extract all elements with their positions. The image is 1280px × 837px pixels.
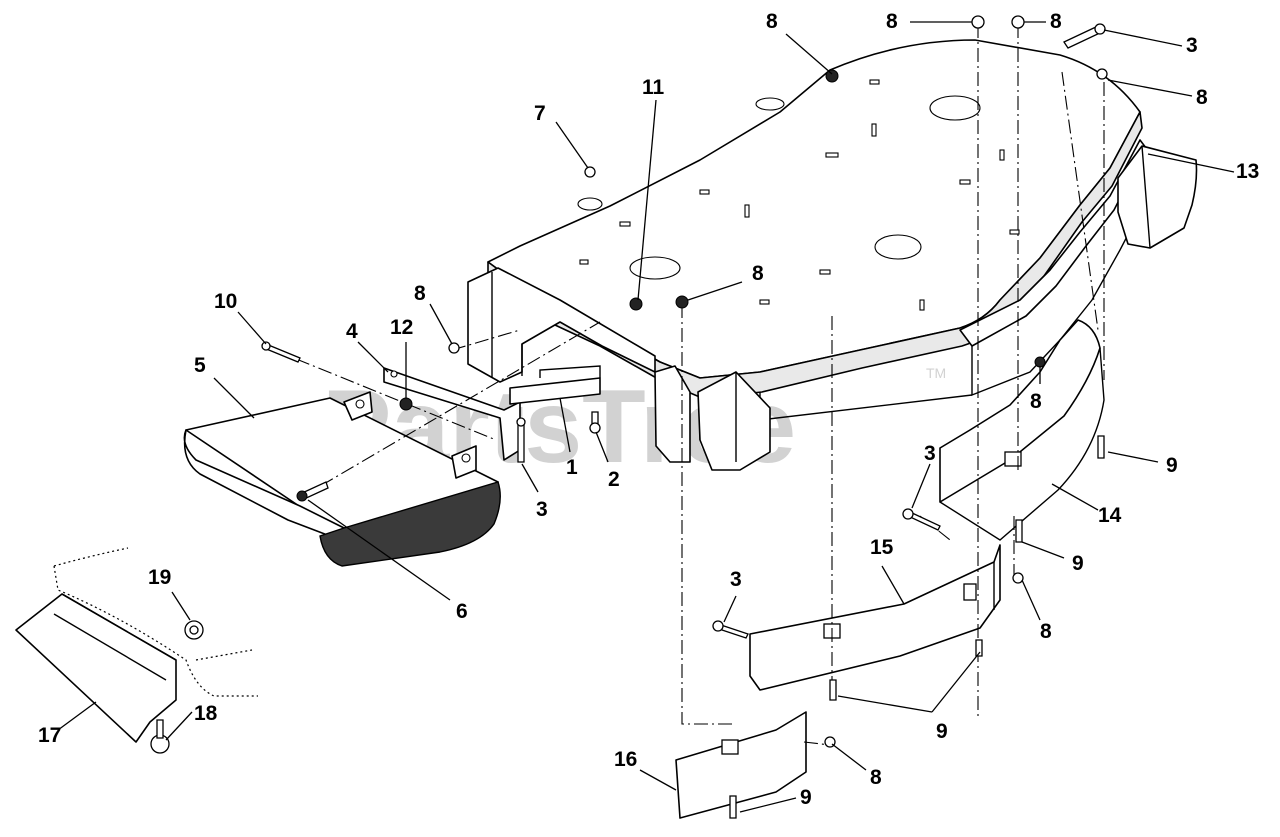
part-14-rear-baffle: [939, 319, 1101, 503]
part-17-mulch-plate: [15, 547, 258, 743]
callout-16: 16: [614, 748, 637, 771]
deck-slots: [579, 79, 1020, 311]
callout-19: 19: [148, 566, 171, 589]
callout-11: 11: [642, 76, 665, 99]
deck-side-bracket: [697, 371, 771, 471]
callout-18: 18: [194, 702, 218, 725]
callouts: 8 8 8 3 8 13 11 7 8 10 8 4 12 5 8 1 2 3 …: [38, 10, 1259, 809]
callout-3: 3: [730, 568, 742, 591]
mulch-plate-body: [15, 593, 177, 743]
leader-lines: [57, 21, 1235, 813]
part-5-discharge-chute: [183, 391, 501, 567]
callout-10: 10: [214, 290, 237, 313]
assembly-lines: [273, 24, 1105, 746]
callout-9: 9: [800, 786, 812, 809]
nut-11: [629, 297, 643, 311]
callout-1: 1: [566, 456, 578, 479]
callout-8: 8: [766, 10, 778, 33]
deck-left-housing: [467, 267, 656, 383]
callout-2: 2: [608, 468, 620, 491]
callout-15: 15: [870, 536, 894, 559]
bolt-9-e: [729, 795, 737, 819]
nut-8-c: [1011, 15, 1025, 29]
part-13-rear-bracket: [1117, 145, 1198, 249]
small-baffle-clip: [721, 739, 739, 755]
callout-12: 12: [390, 316, 413, 339]
part-16-small-baffle: [675, 711, 807, 819]
bolt-9-a: [1097, 435, 1105, 459]
spindle-opening-center: [874, 234, 922, 260]
callout-6: 6: [456, 600, 468, 623]
nut-8-a: [825, 69, 839, 83]
nut-12: [399, 397, 413, 411]
callout-13: 13: [1236, 160, 1259, 183]
part-15-side-baffle: [749, 544, 1001, 691]
spindle-opening-front: [629, 256, 681, 280]
spindle-opening-rear: [929, 95, 981, 121]
callout-8: 8: [886, 10, 898, 33]
callout-9: 9: [936, 720, 948, 743]
callout-9: 9: [1072, 552, 1084, 575]
deck-front-upright: [654, 365, 691, 463]
mulch-plate-phantom-outline: [53, 547, 258, 697]
nut-8-d: [1096, 68, 1108, 80]
callout-8: 8: [1196, 86, 1208, 109]
callout-14: 14: [1098, 504, 1122, 527]
callout-3: 3: [1186, 34, 1198, 57]
part-1-plate: [509, 377, 601, 405]
callout-3: 3: [924, 442, 936, 465]
nut-7: [584, 166, 596, 178]
callout-7: 7: [534, 102, 546, 125]
hardware: [150, 15, 1108, 819]
callout-17: 17: [38, 724, 61, 747]
callout-3: 3: [536, 498, 548, 521]
bolt-9-d: [829, 679, 837, 701]
nut-8-e: [675, 295, 689, 309]
nut-8-h: [1012, 572, 1024, 584]
mower-deck: [467, 39, 1147, 471]
bolt-3-b: [517, 423, 525, 463]
nut-8-b: [971, 15, 985, 29]
callout-8: 8: [752, 262, 764, 285]
callout-8: 8: [1040, 620, 1052, 643]
bolt-9-b: [1015, 519, 1023, 543]
bolt-9-c: [975, 639, 983, 657]
nut-8-g: [1034, 356, 1046, 368]
chute-underside: [319, 481, 501, 567]
callout-9: 9: [1166, 454, 1178, 477]
callout-5: 5: [194, 354, 206, 377]
callout-8: 8: [414, 282, 426, 305]
callout-8: 8: [1030, 390, 1042, 413]
callout-4: 4: [346, 320, 358, 343]
callout-8: 8: [1050, 10, 1062, 33]
callout-8: 8: [870, 766, 882, 789]
watermark-trademark: TM: [926, 365, 946, 381]
baffle-clip: [1004, 451, 1022, 467]
nut-8-f: [448, 342, 460, 354]
part-4-hinge-bracket: [383, 367, 521, 461]
